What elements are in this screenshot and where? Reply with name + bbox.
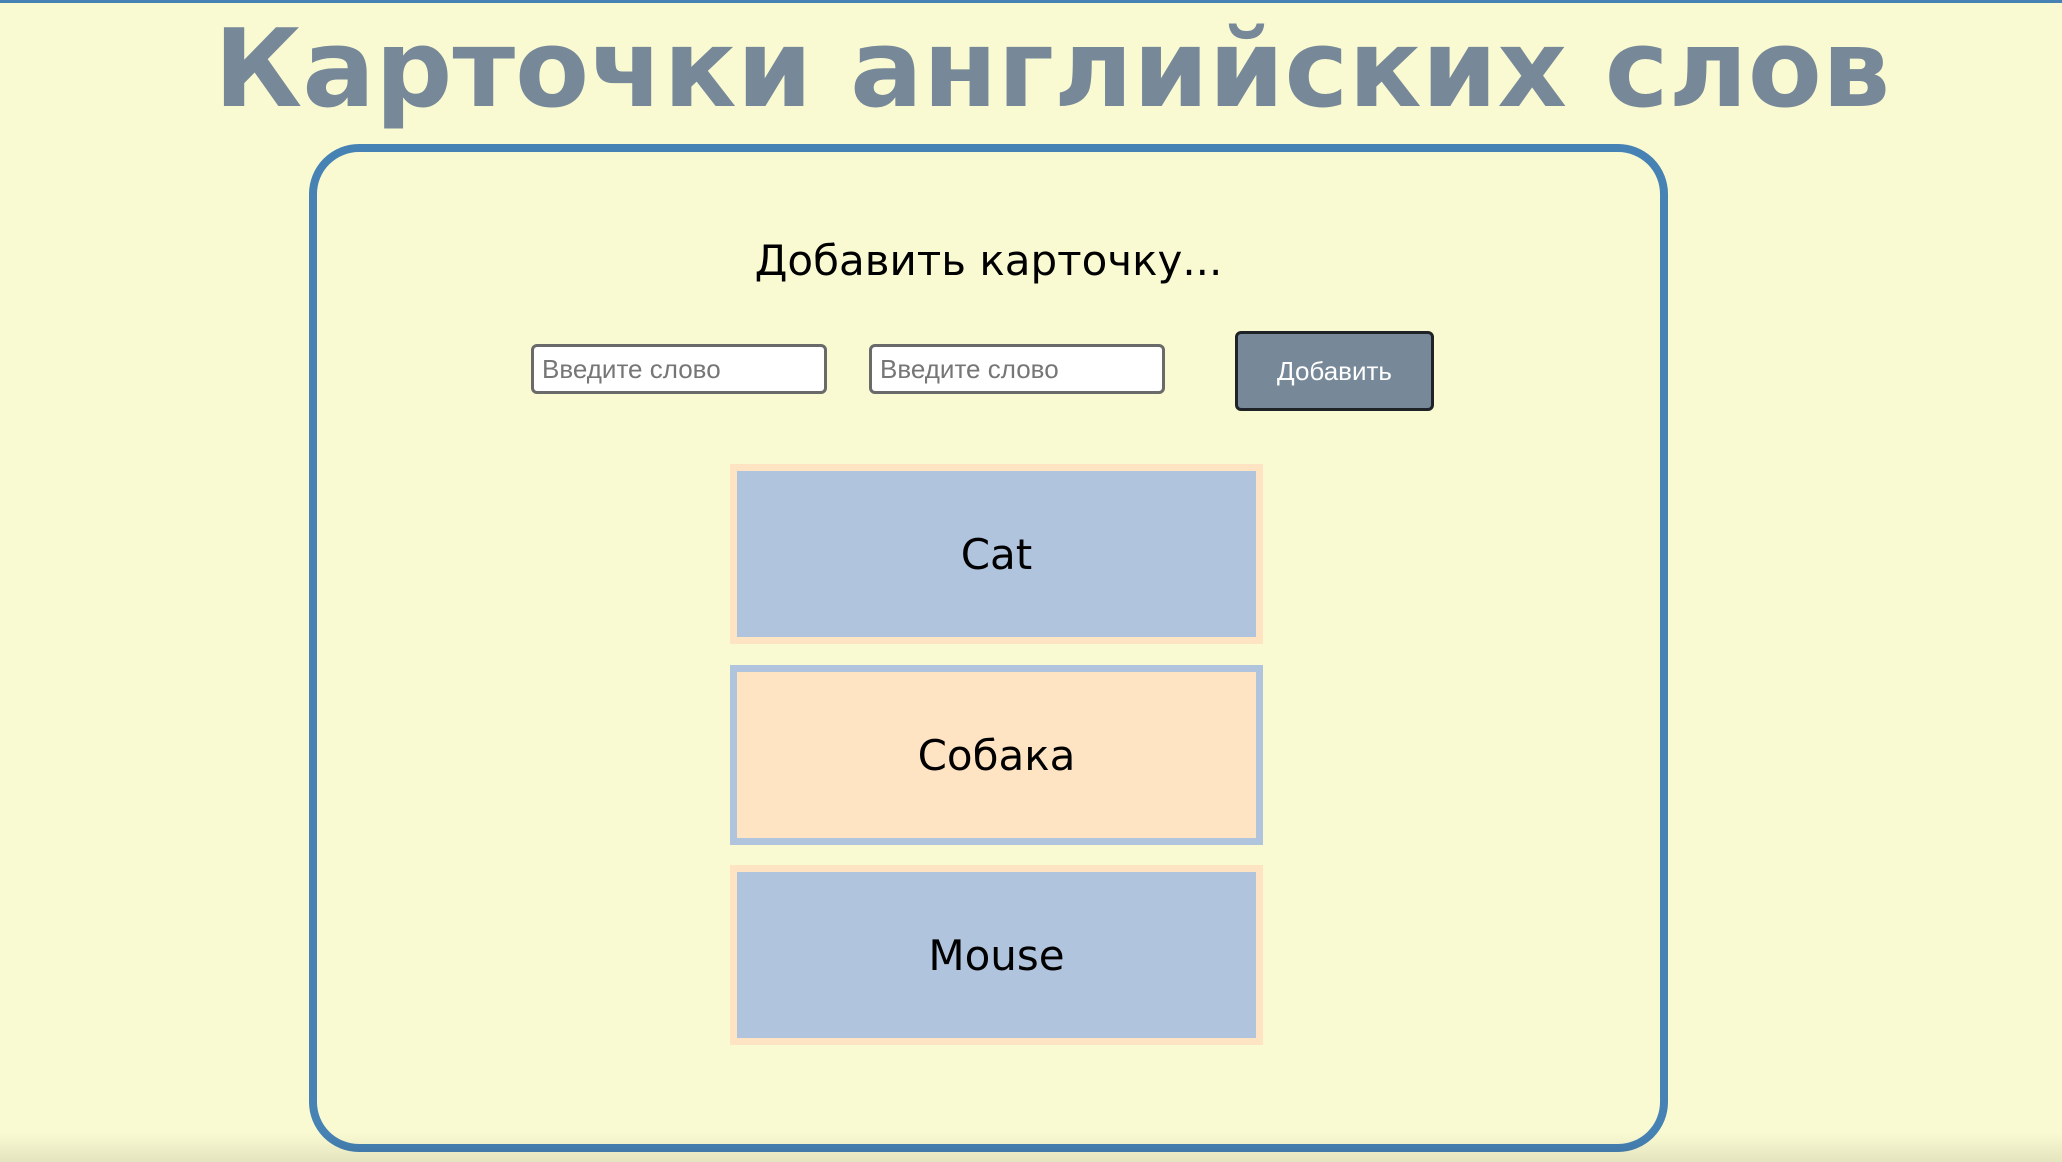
english-word-input[interactable] <box>531 344 827 394</box>
add-card-button[interactable]: Добавить <box>1235 331 1434 411</box>
russian-word-input[interactable] <box>869 344 1165 394</box>
add-card-heading: Добавить карточку... <box>754 236 1223 285</box>
word-card-sobaka[interactable]: Собака <box>730 665 1263 845</box>
word-card-label: Cat <box>960 529 1033 579</box>
word-card-label: Собака <box>917 730 1076 780</box>
top-divider <box>0 0 2062 3</box>
word-card-label: Mouse <box>928 930 1065 980</box>
word-card-mouse[interactable]: Mouse <box>730 865 1263 1045</box>
page-title: Карточки английских слов <box>214 7 1891 132</box>
cards-panel: Добавить карточку... Добавить Cat Собака… <box>309 144 1668 1152</box>
word-card-cat[interactable]: Cat <box>730 464 1263 644</box>
